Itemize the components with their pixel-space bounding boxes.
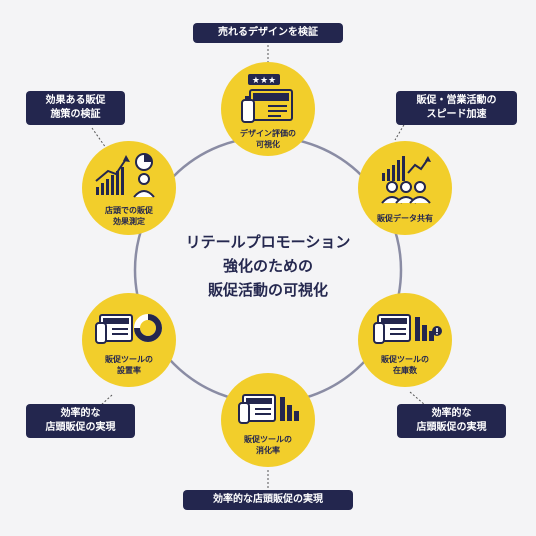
- tag-bottom: 効率的な店頭販促の実現: [183, 490, 353, 510]
- tag-bottom-left: 効率的な 店頭販促の実現: [26, 404, 135, 438]
- svg-text:★★★: ★★★: [252, 76, 276, 86]
- node-consumption-label-line-2: 消化率: [256, 446, 280, 455]
- center-title-line-3: 販促活動の可視化: [207, 281, 328, 299]
- tag-top-left-line-2: 施策の検証: [50, 109, 101, 120]
- connector-bottom-right: [409, 391, 426, 406]
- tag-top: 売れるデザインを検証: [193, 23, 343, 43]
- node-installation-label-line-1: 販促ツールの: [105, 355, 153, 364]
- node-consumption: 販促ツールの 消化率: [221, 373, 315, 467]
- node-installation: 販促ツールの 設置率: [82, 293, 176, 387]
- node-share-label-line-1: 販促データ共有: [377, 214, 433, 223]
- node-design-label-line-2: 可視化: [256, 140, 280, 149]
- poster-bars-icon: [238, 394, 299, 424]
- node-share-label: 販促データ共有: [358, 213, 452, 224]
- tag-bottom-right: 効率的な 店頭販促の実現: [397, 404, 506, 438]
- tag-top-right-line-1: 販促・営業活動の: [416, 95, 497, 106]
- center-title: リテールプロモーション 強化のための 販促活動の可視化: [148, 230, 388, 302]
- node-design: ★★★ デザイン評価の 可視化: [221, 62, 315, 156]
- tag-top-line-1: 売れるデザインを検証: [218, 27, 318, 38]
- node-share: 販促データ共有: [358, 141, 452, 235]
- node-installation-label-line-2: 設置率: [117, 366, 141, 375]
- node-consumption-label-line-1: 販促ツールの: [244, 435, 292, 444]
- tag-bottom-right-line-1: 効率的な: [431, 408, 472, 419]
- node-installation-label: 販促ツールの 設置率: [82, 354, 176, 376]
- team-chart-icon: [381, 156, 431, 204]
- node-consumption-label: 販促ツールの 消化率: [221, 434, 315, 456]
- node-inventory: 販促ツールの 在庫数: [358, 293, 452, 387]
- tag-top-right-line-2: スピード加速: [426, 109, 487, 120]
- tag-top-right: 販促・営業活動の スピード加速: [396, 91, 517, 125]
- tag-bottom-left-line-1: 効率的な: [60, 408, 101, 419]
- tag-top-left-line-1: 効果ある販促: [45, 95, 106, 106]
- connector-top-left: [91, 127, 107, 149]
- node-inventory-label-line-1: 販促ツールの: [381, 355, 429, 364]
- tag-bottom-line-1: 効率的な店頭販促の実現: [213, 494, 323, 505]
- node-measure-label: 店頭での販促 効果測定: [82, 205, 176, 227]
- growth-chart-person-icon: [95, 153, 155, 198]
- poster-bars-alert-icon: [373, 314, 442, 344]
- node-measure-label-line-2: 効果測定: [113, 217, 145, 226]
- tag-bottom-left-line-2: 店頭販促の実現: [45, 422, 116, 433]
- node-design-label-line-1: デザイン評価の: [240, 129, 296, 138]
- center-title-line-1: リテールプロモーション: [185, 233, 351, 251]
- tag-top-left: 効果ある販促 施策の検証: [26, 91, 125, 125]
- node-inventory-label: 販促ツールの 在庫数: [358, 354, 452, 376]
- node-inventory-label-line-2: 在庫数: [393, 366, 417, 375]
- node-measure-label-line-1: 店頭での販促: [105, 206, 153, 215]
- star-rating-poster-icon: ★★★: [241, 74, 293, 123]
- poster-donut-icon: [95, 314, 162, 344]
- node-design-label: デザイン評価の 可視化: [221, 128, 315, 150]
- tag-bottom-right-line-2: 店頭販促の実現: [416, 422, 487, 433]
- center-title-line-2: 強化のための: [222, 257, 313, 275]
- node-measure: 店頭での販促 効果測定: [82, 141, 176, 235]
